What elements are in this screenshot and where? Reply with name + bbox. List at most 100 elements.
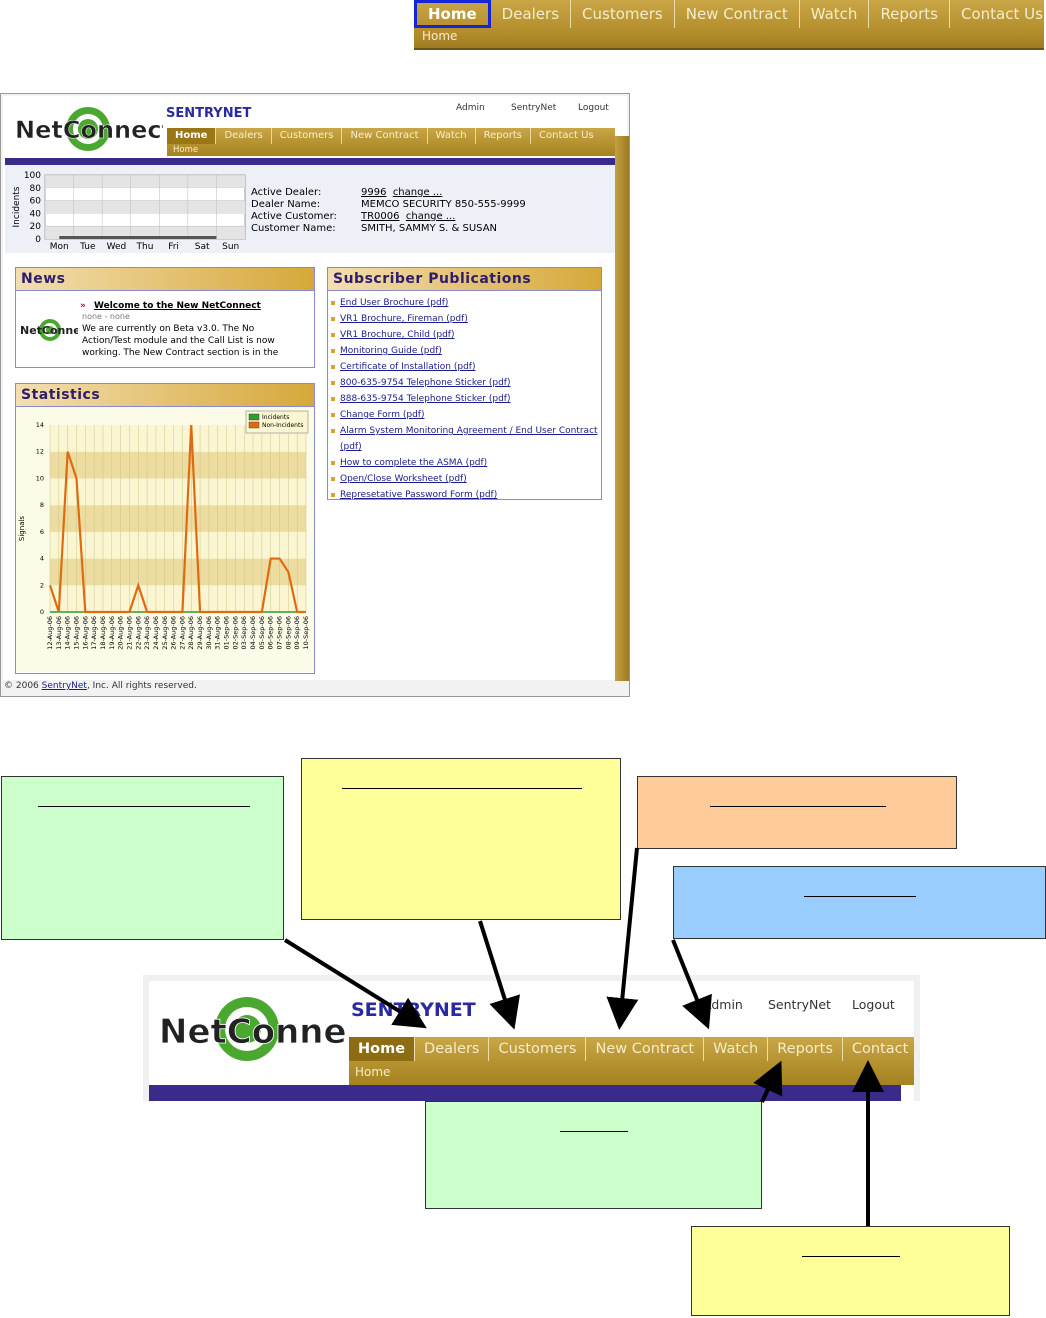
x-tick-label: 29-Aug-06 xyxy=(196,616,204,650)
x-tick-label: 28-Aug-06 xyxy=(187,616,195,650)
publication-item[interactable]: End User Brochure (pdf) xyxy=(328,295,601,311)
enlarged-page: NetConnect SENTRYNET Admin SentryNet Log… xyxy=(149,981,920,1101)
publication-link[interactable]: 888-635-9754 Telephone Sticker (pdf) xyxy=(340,394,511,404)
publication-item[interactable]: VR1 Brochure, Child (pdf) xyxy=(328,327,601,343)
news-logo: NetConnect xyxy=(20,319,78,341)
main-nav-watch[interactable]: Watch xyxy=(428,128,476,144)
enlarged-nav-reports[interactable]: Reports xyxy=(768,1037,843,1061)
publication-item[interactable]: Alarm System Monitoring Agreement / End … xyxy=(328,423,601,455)
legend-box xyxy=(245,410,309,434)
nav-watch[interactable]: Watch xyxy=(800,0,870,28)
publication-item[interactable]: 888-635-9754 Telephone Sticker (pdf) xyxy=(328,391,601,407)
x-tick-label: 27-Aug-06 xyxy=(178,616,186,650)
publication-item[interactable]: Represetative Password Form (pdf) xyxy=(328,487,601,503)
publication-link[interactable]: Open/Close Worksheet (pdf) xyxy=(340,474,467,484)
netconnect-logo: NetConnect xyxy=(15,107,163,151)
brand-text: SENTRYNET xyxy=(166,106,252,121)
label-customer-name: Customer Name: xyxy=(251,223,336,234)
enlarged-link-admin[interactable]: Admin xyxy=(703,997,743,1012)
bullet-icon xyxy=(331,301,335,305)
main-nav-dealers[interactable]: Dealers xyxy=(216,128,272,144)
enlarged-nav-contact-us[interactable]: Contact Us xyxy=(851,1041,920,1057)
publication-link[interactable]: End User Brochure (pdf) xyxy=(340,298,449,308)
note-contact-us xyxy=(691,1226,1010,1316)
enlarged-link-sentrynet[interactable]: SentryNet xyxy=(768,997,831,1012)
bullet-icon xyxy=(331,381,335,385)
bullet-icon xyxy=(331,333,335,337)
change-customer-link[interactable]: change ... xyxy=(405,211,456,222)
link-logout[interactable]: Logout xyxy=(578,103,609,113)
enlarged-nav-customers[interactable]: Customers xyxy=(489,1037,587,1061)
link-admin[interactable]: Admin xyxy=(456,103,485,113)
y-tick-label: 12 xyxy=(36,448,44,456)
active-customer-link[interactable]: TR0006 xyxy=(361,211,400,222)
publication-link[interactable]: Change Form (pdf) xyxy=(340,410,425,420)
x-tick-label: 26-Aug-06 xyxy=(170,616,178,650)
main-nav-customers[interactable]: Customers xyxy=(272,128,343,144)
nav-new-contract[interactable]: New Contract xyxy=(675,0,800,28)
enlarged-nav-new-contract[interactable]: New Contract xyxy=(586,1037,705,1061)
x-tick-label: 18-Aug-06 xyxy=(99,616,107,650)
arrow-to-new-contract xyxy=(606,847,639,1030)
enlarged-link-logout[interactable]: Logout xyxy=(852,997,895,1012)
active-dealer-link[interactable]: 9996 xyxy=(361,187,387,198)
change-dealer-link[interactable]: change ... xyxy=(392,187,443,198)
label-active-dealer: Active Dealer: xyxy=(251,187,322,198)
x-tick-label: 15-Aug-06 xyxy=(72,616,80,650)
publication-item[interactable]: How to complete the ASMA (pdf) xyxy=(328,455,601,471)
enlarged-nav-watch[interactable]: Watch xyxy=(704,1037,769,1061)
link-sentrynet[interactable]: SentryNet xyxy=(511,103,557,113)
publication-item[interactable]: Change Form (pdf) xyxy=(328,407,601,423)
arrow-to-watch xyxy=(671,939,712,1030)
x-tick-label: 23-Aug-06 xyxy=(143,616,151,650)
main-nav-contact-us[interactable]: Contact Us xyxy=(539,130,594,141)
bullet-icon xyxy=(331,493,335,497)
note-watch xyxy=(673,866,1046,939)
footer-link[interactable]: SentryNet xyxy=(41,681,87,691)
publication-link[interactable]: Monitoring Guide (pdf) xyxy=(340,346,442,356)
publication-link[interactable]: VR1 Brochure, Fireman (pdf) xyxy=(340,314,468,324)
x-tick-label: 06-Sep-06 xyxy=(267,616,275,649)
y-axis-label: Signals xyxy=(18,516,26,542)
publication-item[interactable]: Monitoring Guide (pdf) xyxy=(328,343,601,359)
enlarged-nav-dealers[interactable]: Dealers xyxy=(415,1037,490,1061)
publication-link[interactable]: Certificate of Installation (pdf) xyxy=(340,362,476,372)
x-tick-label: 08-Sep-06 xyxy=(284,616,292,649)
main-nav-home[interactable]: Home xyxy=(167,128,217,144)
y-axis-label: Incidents xyxy=(12,186,22,227)
svg-text:NetConnect: NetConnect xyxy=(20,324,78,337)
publication-item[interactable]: Open/Close Worksheet (pdf) xyxy=(328,471,601,487)
y-tick-label: 100 xyxy=(24,171,41,181)
main-nav-new-contract[interactable]: New Contract xyxy=(342,128,428,144)
arrow-to-reports xyxy=(753,1060,783,1103)
nav-reports[interactable]: Reports xyxy=(869,0,950,28)
sentrynet-brand: SENTRYNET xyxy=(166,106,251,121)
nav-contact-us[interactable]: Contact Us xyxy=(960,5,1043,23)
publication-link[interactable]: Alarm System Monitoring Agreement / End … xyxy=(340,426,598,452)
x-tick-label: 22-Aug-06 xyxy=(134,616,142,650)
news-meta: none - none xyxy=(82,312,130,321)
nav-dealers[interactable]: Dealers xyxy=(491,0,572,28)
publication-item[interactable]: Certificate of Installation (pdf) xyxy=(328,359,601,375)
nav-home[interactable]: Home xyxy=(414,0,491,28)
news-headline[interactable]: Welcome to the New NetConnect xyxy=(94,301,261,311)
publications-header: Subscriber Publications xyxy=(328,268,601,291)
main-nav-reports[interactable]: Reports xyxy=(476,128,531,144)
publication-item[interactable]: VR1 Brochure, Fireman (pdf) xyxy=(328,311,601,327)
enlarged-nav-home[interactable]: Home xyxy=(349,1037,416,1061)
bullet-arrows-icon: » xyxy=(80,301,86,311)
arrow-to-customers xyxy=(478,920,521,1030)
publication-link[interactable]: Represetative Password Form (pdf) xyxy=(340,490,498,500)
publication-link[interactable]: How to complete the ASMA (pdf) xyxy=(340,458,488,468)
x-tick-label: Sun xyxy=(222,242,239,251)
svg-text:NetConnect: NetConnect xyxy=(159,1012,347,1052)
publication-item[interactable]: 800-635-9754 Telephone Sticker (pdf) xyxy=(328,375,601,391)
publication-link[interactable]: VR1 Brochure, Child (pdf) xyxy=(340,330,455,340)
publications-box: Subscriber Publications End User Brochur… xyxy=(327,267,602,500)
x-tick-label: 12-Aug-06 xyxy=(46,616,54,650)
publication-link[interactable]: 800-635-9754 Telephone Sticker (pdf) xyxy=(340,378,511,388)
bullet-icon xyxy=(331,461,335,465)
nav-customers[interactable]: Customers xyxy=(571,0,675,28)
main-nav: Home Dealers Customers New Contract Watc… xyxy=(167,128,615,156)
